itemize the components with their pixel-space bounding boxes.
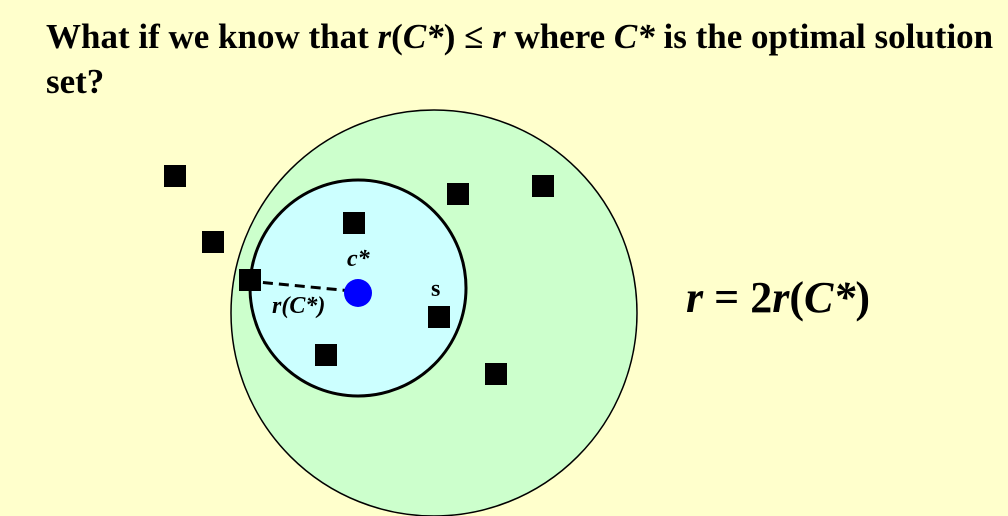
title-text-2: where — [505, 17, 614, 56]
point-square — [315, 344, 337, 366]
title-r2: r — [492, 17, 506, 56]
formula-equals: = 2 — [703, 273, 773, 322]
formula-r: r — [686, 273, 704, 322]
point-square — [447, 183, 469, 205]
point-square — [202, 231, 224, 253]
point-square — [239, 269, 261, 291]
point-square — [532, 175, 554, 197]
point-square-s — [428, 306, 450, 328]
radius-label: r(C*) — [272, 293, 325, 319]
radius-formula: r = 2r(C*) — [686, 272, 870, 324]
slide-title: What if we know that r(C*) ≤ r where C* … — [46, 14, 996, 104]
title-paren-open: ( — [391, 17, 403, 56]
title-text-1: What if we know that — [46, 17, 378, 56]
center-label: c* — [347, 246, 371, 272]
title-leq: ≤ — [455, 17, 493, 56]
radius-line — [246, 279, 353, 293]
title-cstar: C* — [402, 17, 444, 56]
formula-r2: r — [772, 273, 790, 322]
point-square — [485, 363, 507, 385]
title-paren-close: ) — [443, 17, 456, 56]
point-square — [164, 165, 186, 187]
point-square — [343, 212, 365, 234]
point-label-s: s — [431, 276, 440, 302]
title-text-3: is the optimal solution set? — [46, 17, 994, 101]
formula-paren-open: ( — [789, 273, 804, 322]
title-r: r — [377, 17, 392, 56]
title-cstar2: C* — [613, 17, 655, 56]
formula-paren-close: ) — [855, 273, 870, 322]
center-point — [344, 279, 372, 307]
formula-cstar: C* — [803, 273, 856, 322]
